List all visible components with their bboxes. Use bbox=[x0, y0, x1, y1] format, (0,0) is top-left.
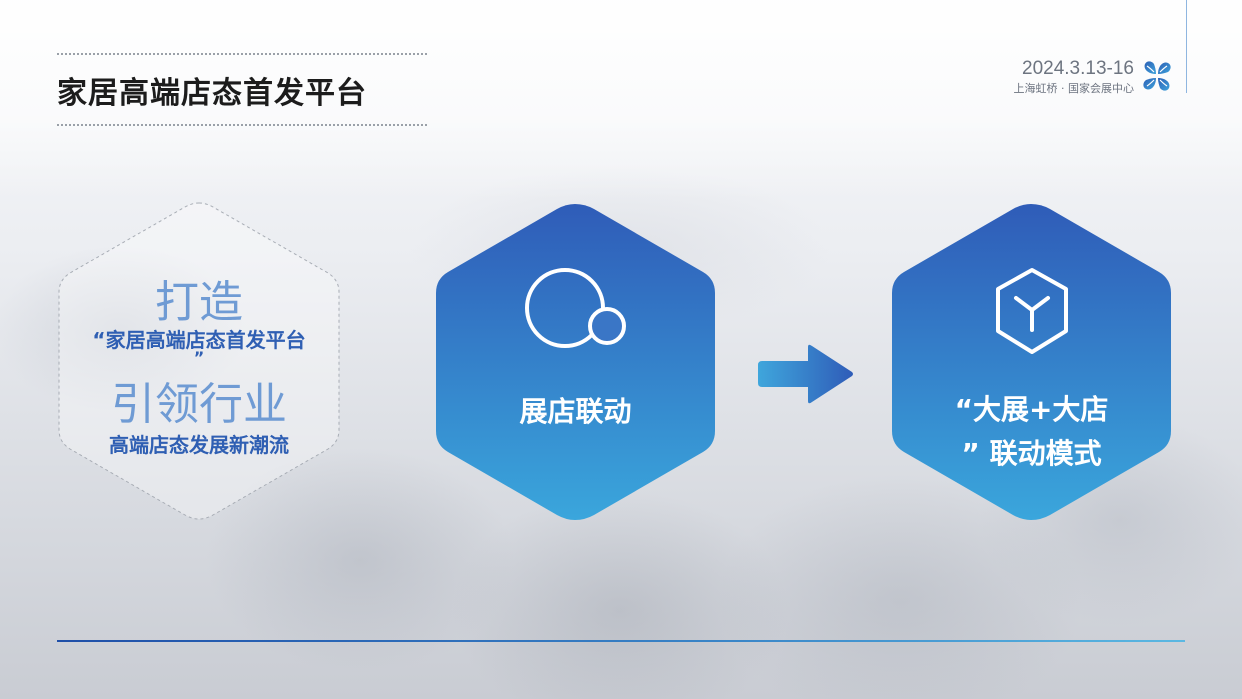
left-line-5: 高端店态发展新潮流 bbox=[109, 433, 289, 457]
left-block: 打造 “家居高端店态首发平台 ” 引领行业 高端店态发展新潮流 bbox=[56, 200, 342, 522]
cube-icon bbox=[996, 268, 1068, 354]
hex-center-label: 展店联动 bbox=[519, 395, 632, 428]
hex-right: “大展+大店 ” 联动模式 bbox=[889, 202, 1174, 522]
event-date: 2024.3.13-16 bbox=[1022, 58, 1134, 79]
bottom-divider bbox=[57, 640, 1185, 642]
left-hexagon-outline bbox=[58, 202, 340, 520]
hex-right-shape bbox=[892, 204, 1171, 520]
arrow-right-icon bbox=[758, 344, 853, 404]
page-title: 家居高端店态首发平台 bbox=[57, 76, 367, 111]
left-line-3: ” bbox=[193, 348, 205, 367]
hex-right-line-2: ” 联动模式 bbox=[961, 437, 1102, 470]
header-divider bbox=[1186, 0, 1187, 93]
left-line-1: 打造 bbox=[155, 277, 243, 328]
title-dotline-bottom bbox=[57, 124, 427, 126]
circles-icon bbox=[525, 268, 626, 348]
hex-center-shape bbox=[436, 204, 715, 520]
background-fade bbox=[0, 0, 1242, 200]
title-dotline-top bbox=[57, 53, 427, 55]
event-venue: 上海虹桥 · 国家会展中心 bbox=[1013, 82, 1135, 95]
hex-center: 展店联动 bbox=[433, 202, 718, 522]
left-line-4: 引领行业 bbox=[111, 379, 287, 430]
clover-logo-icon bbox=[1143, 61, 1171, 91]
hex-right-line-1: “大展+大店 bbox=[954, 393, 1109, 426]
left-line-2: “家居高端店态首发平台 bbox=[92, 328, 306, 352]
